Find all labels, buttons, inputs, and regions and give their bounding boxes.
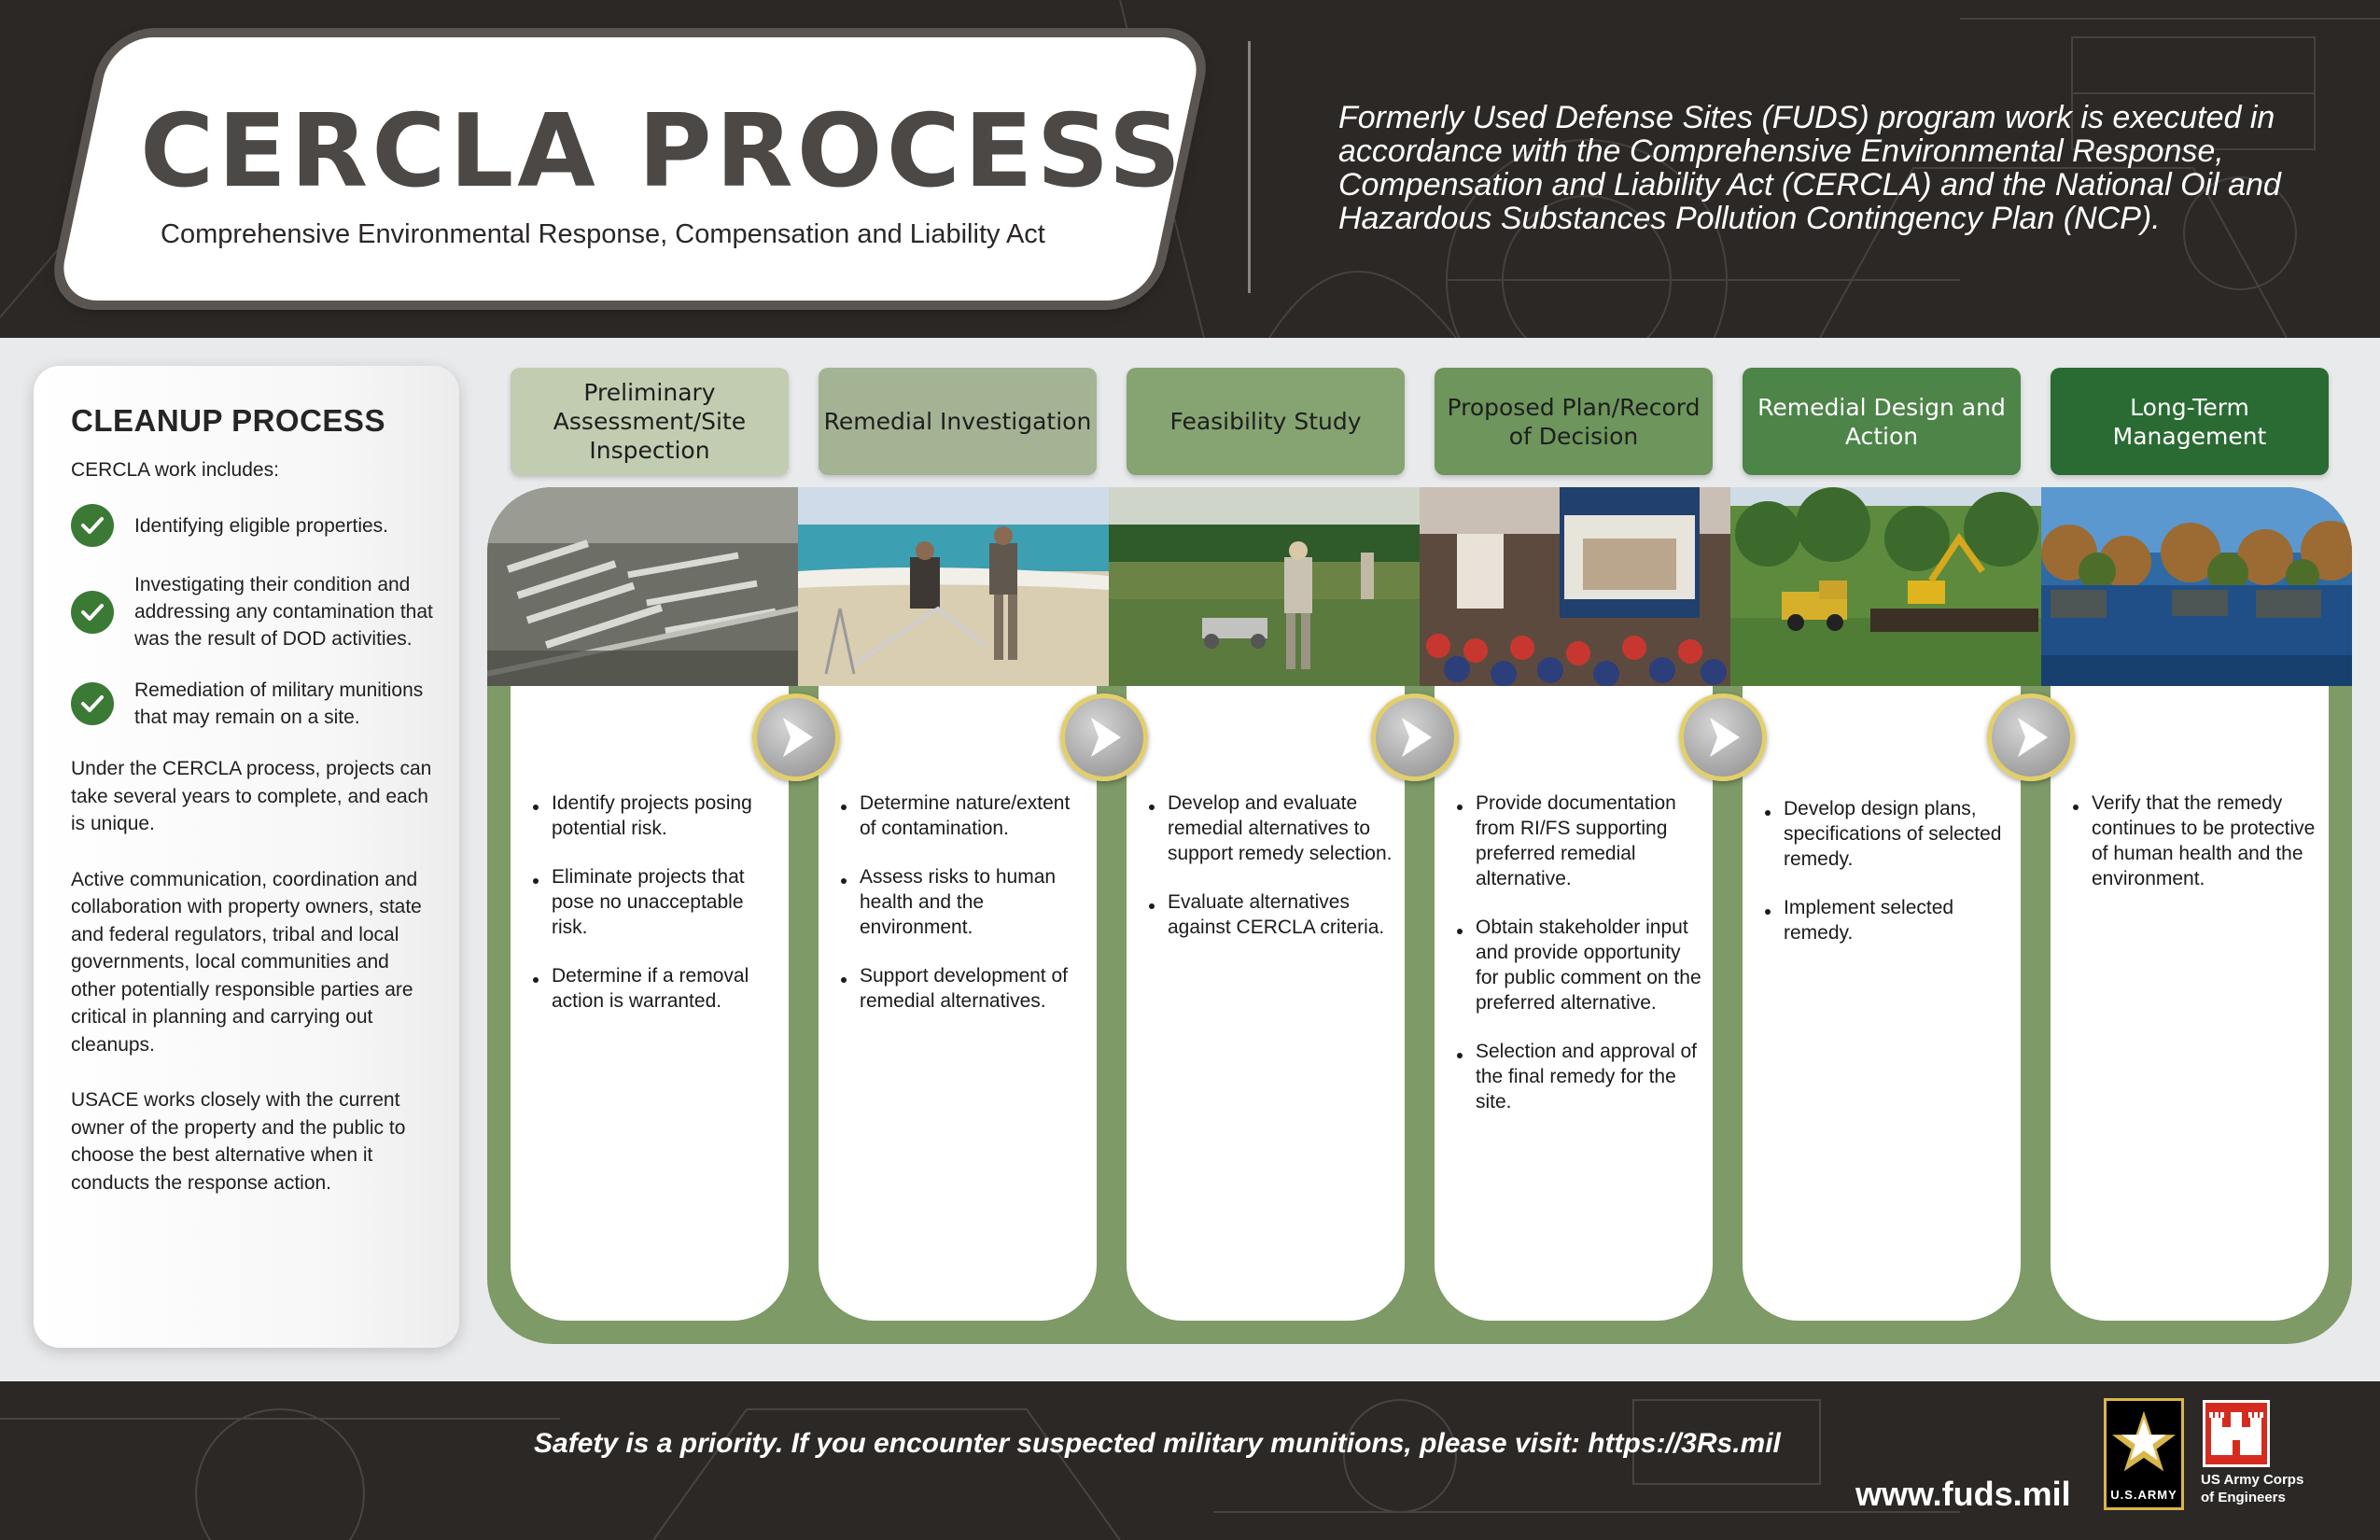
step-bullet-list: Develop design plans, specifications of … [1765,796,2012,969]
us-army-logo: U.S.ARMY [2104,1398,2184,1510]
aerial-site-photo [487,487,798,686]
step-bullet: Develop and evaluate remedial alternativ… [1149,791,1396,866]
step-bullet-list: Verify that the remedy continues to be p… [2073,791,2320,915]
step-header-preliminary-assessment: Preliminary Assessment/Site Inspection [511,368,789,475]
army-logo-label: U.S.ARMY [2110,1488,2177,1502]
step-bullet-list: Provide documentation from RI/FS support… [1457,791,1704,1138]
checkmark-icon [71,504,114,547]
usace-label: US Army Corps of Engineers [2201,1471,2341,1506]
checklist-item: Identifying eligible properties. [71,504,435,547]
cleanup-intro: CERCLA work includes: [71,459,279,481]
title-block: CERCLA PROCESS Comprehensive Environment… [140,93,1185,250]
step-bullet: Implement selected remedy. [1765,895,2012,945]
next-step-arrow-icon [1679,693,1767,781]
page-title: CERCLA PROCESS [140,93,1185,210]
cleanup-paragraph: Under the CERCLA process, projects can t… [71,758,432,834]
step-bullet-list: Determine nature/extent of contamination… [841,791,1088,1037]
next-step-arrow-icon [1987,693,2075,781]
step-bullet: Selection and approval of the final reme… [1457,1039,1704,1114]
page-subtitle: Comprehensive Environmental Response, Co… [161,219,1045,249]
beach-survey-photo [798,487,1109,686]
checkmark-icon [71,682,114,725]
checklist-item-text: Investigating their condition and addres… [134,574,433,650]
step-header-feasibility-study: Feasibility Study [1127,368,1405,475]
step-bullet: Identify projects posing potential risk. [533,791,780,841]
blueprint-background [0,0,2380,338]
step-card-remedial-investigation: Determine nature/extent of contamination… [819,686,1097,1321]
step-bullet: Verify that the remedy continues to be p… [2073,791,2320,891]
usace-label-line: of Engineers [2201,1490,2286,1505]
step-header-proposed-plan: Proposed Plan/Record of Decision [1435,368,1713,475]
excavation-photo [1730,487,2041,686]
checklist-item: Investigating their condition and addres… [71,571,435,652]
header-divider [1248,41,1251,293]
cleanup-paragraph: Active communication, coordination and c… [71,868,422,1056]
step-bullet: Eliminate projects that pose no unaccept… [533,864,780,940]
photo-strip [487,487,2352,686]
step-header-long-term-management: Long-Term Management [2051,368,2329,475]
header-statement: Formerly Used Defense Sites (FUDS) progr… [1338,100,2281,236]
cleanup-checklist: Identifying eligible properties. Investi… [71,504,435,731]
step-bullet: Provide documentation from RI/FS support… [1457,791,1704,891]
checkmark-icon [71,590,114,634]
blueprint-background [0,1399,1960,1540]
step-header-remedial-investigation: Remedial Investigation [819,368,1097,475]
step-bullet-list: Identify projects posing potential risk.… [533,791,780,1037]
step-bullet-list: Develop and evaluate remedial alternativ… [1149,791,1396,963]
checklist-item: Remediation of military munitions that m… [71,677,435,731]
step-bullet: Determine if a removal action is warrant… [533,963,780,1014]
safety-message: Safety is a priority. If you encounter s… [534,1428,1781,1459]
website-link[interactable]: www.fuds.mil [1855,1475,2071,1513]
cleanup-title: CLEANUP PROCESS [71,403,385,438]
step-bullet: Develop design plans, specifications of … [1765,796,2012,872]
usace-castle-icon [2203,1400,2270,1467]
army-star-icon [2112,1410,2176,1472]
next-step-arrow-icon [752,693,840,781]
step-bullet: Evaluate alternatives against CERCLA cri… [1149,889,1396,940]
header-banner: CERCLA PROCESS Comprehensive Environment… [0,0,2380,338]
step-bullet: Assess risks to human health and the env… [841,864,1088,940]
step-card-feasibility-study: Develop and evaluate remedial alternativ… [1127,686,1405,1321]
next-step-arrow-icon [1371,693,1459,781]
usace-label-line: US Army Corps [2201,1472,2304,1488]
cleanup-process-panel: CLEANUP PROCESS CERCLA work includes: Id… [34,366,459,1348]
checklist-item-text: Identifying eligible properties. [134,514,388,537]
step-card-proposed-plan: Provide documentation from RI/FS support… [1435,686,1713,1321]
step-bullet: Obtain stakeholder input and provide opp… [1457,915,1704,1015]
public-meeting-photo [1420,487,1730,686]
step-card-preliminary-assessment: Identify projects posing potential risk.… [511,686,789,1321]
step-card-remedial-design: Develop design plans, specifications of … [1743,686,2021,1321]
field-survey-photo [1109,487,1420,686]
checklist-item-text: Remediation of military munitions that m… [134,679,424,728]
footer-banner: Safety is a priority. If you encounter s… [0,1381,2380,1540]
lake-photo [2041,487,2352,686]
step-header-remedial-design: Remedial Design and Action [1743,368,2021,475]
cleanup-paragraph: USACE works closely with the current own… [71,1089,406,1194]
step-bullet: Support development of remedial alternat… [841,963,1088,1014]
next-step-arrow-icon [1060,693,1148,781]
step-card-long-term-management: Verify that the remedy continues to be p… [2051,686,2329,1321]
step-bullet: Determine nature/extent of contamination… [841,791,1088,841]
